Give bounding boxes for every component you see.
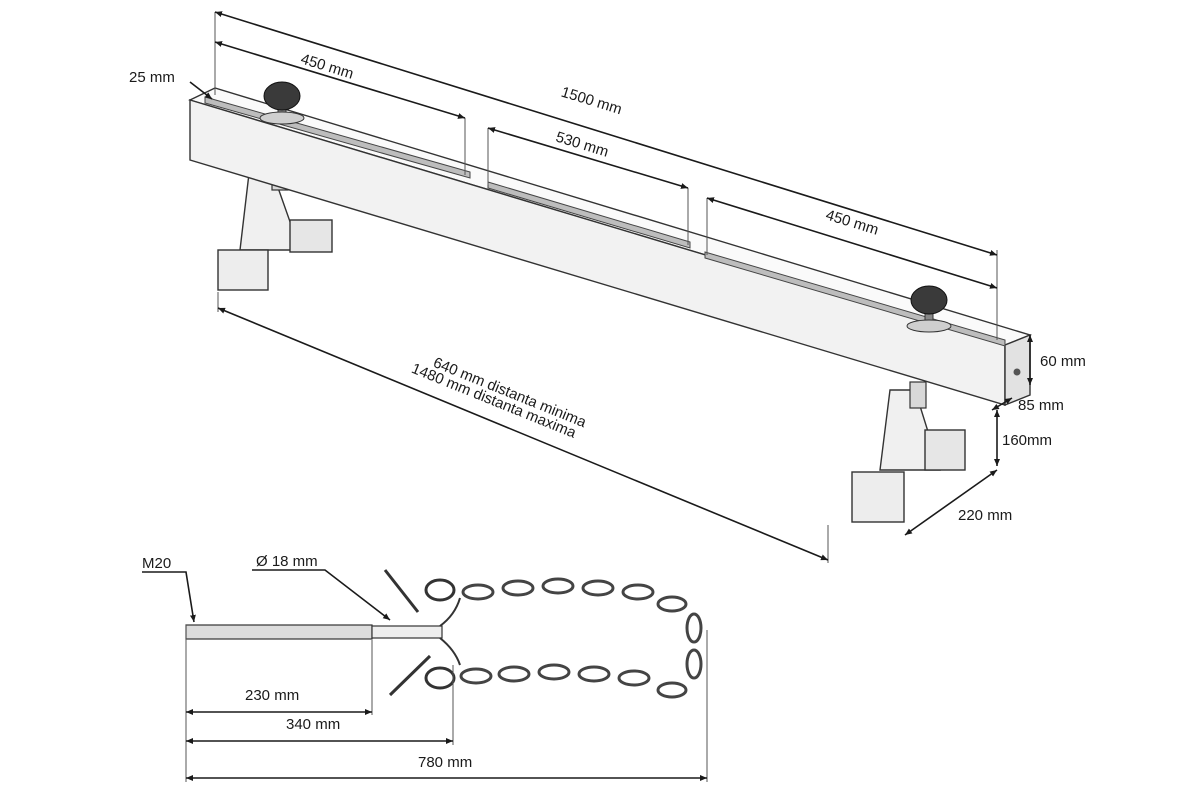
total-length-label: 1500 mm <box>559 84 624 119</box>
right-stand <box>851 381 966 523</box>
beam-width-label: 85 mm <box>1018 397 1064 414</box>
hook-dimension-lines <box>142 569 708 782</box>
slot-left-label: 450 mm <box>299 51 356 83</box>
stand-height-label: 160mm <box>1002 432 1052 449</box>
rod-length-label: 340 mm <box>286 716 340 733</box>
thread-label: M20 <box>142 555 171 572</box>
total-length-hook-label: 780 mm <box>418 754 472 771</box>
threaded-rod <box>185 569 461 697</box>
stand-depth-label: 220 mm <box>958 507 1012 524</box>
chain <box>424 577 703 699</box>
beam-height-label: 60 mm <box>1040 353 1086 370</box>
left-knob <box>259 81 305 125</box>
thread-length-label: 230 mm <box>245 687 299 704</box>
diameter-label: Ø 18 mm <box>256 553 318 570</box>
beam-dimension-lines <box>189 11 1033 563</box>
slot-width-label: 25 mm <box>129 69 175 86</box>
hook-assembly: M20 Ø 18 mm 230 mm 340 mm 780 mm <box>142 553 708 782</box>
slot-right-label: 450 mm <box>824 207 881 239</box>
beam-assembly: 25 mm 450 mm 1500 mm 530 mm 450 mm 60 mm… <box>129 11 1086 563</box>
right-knob <box>906 285 952 333</box>
